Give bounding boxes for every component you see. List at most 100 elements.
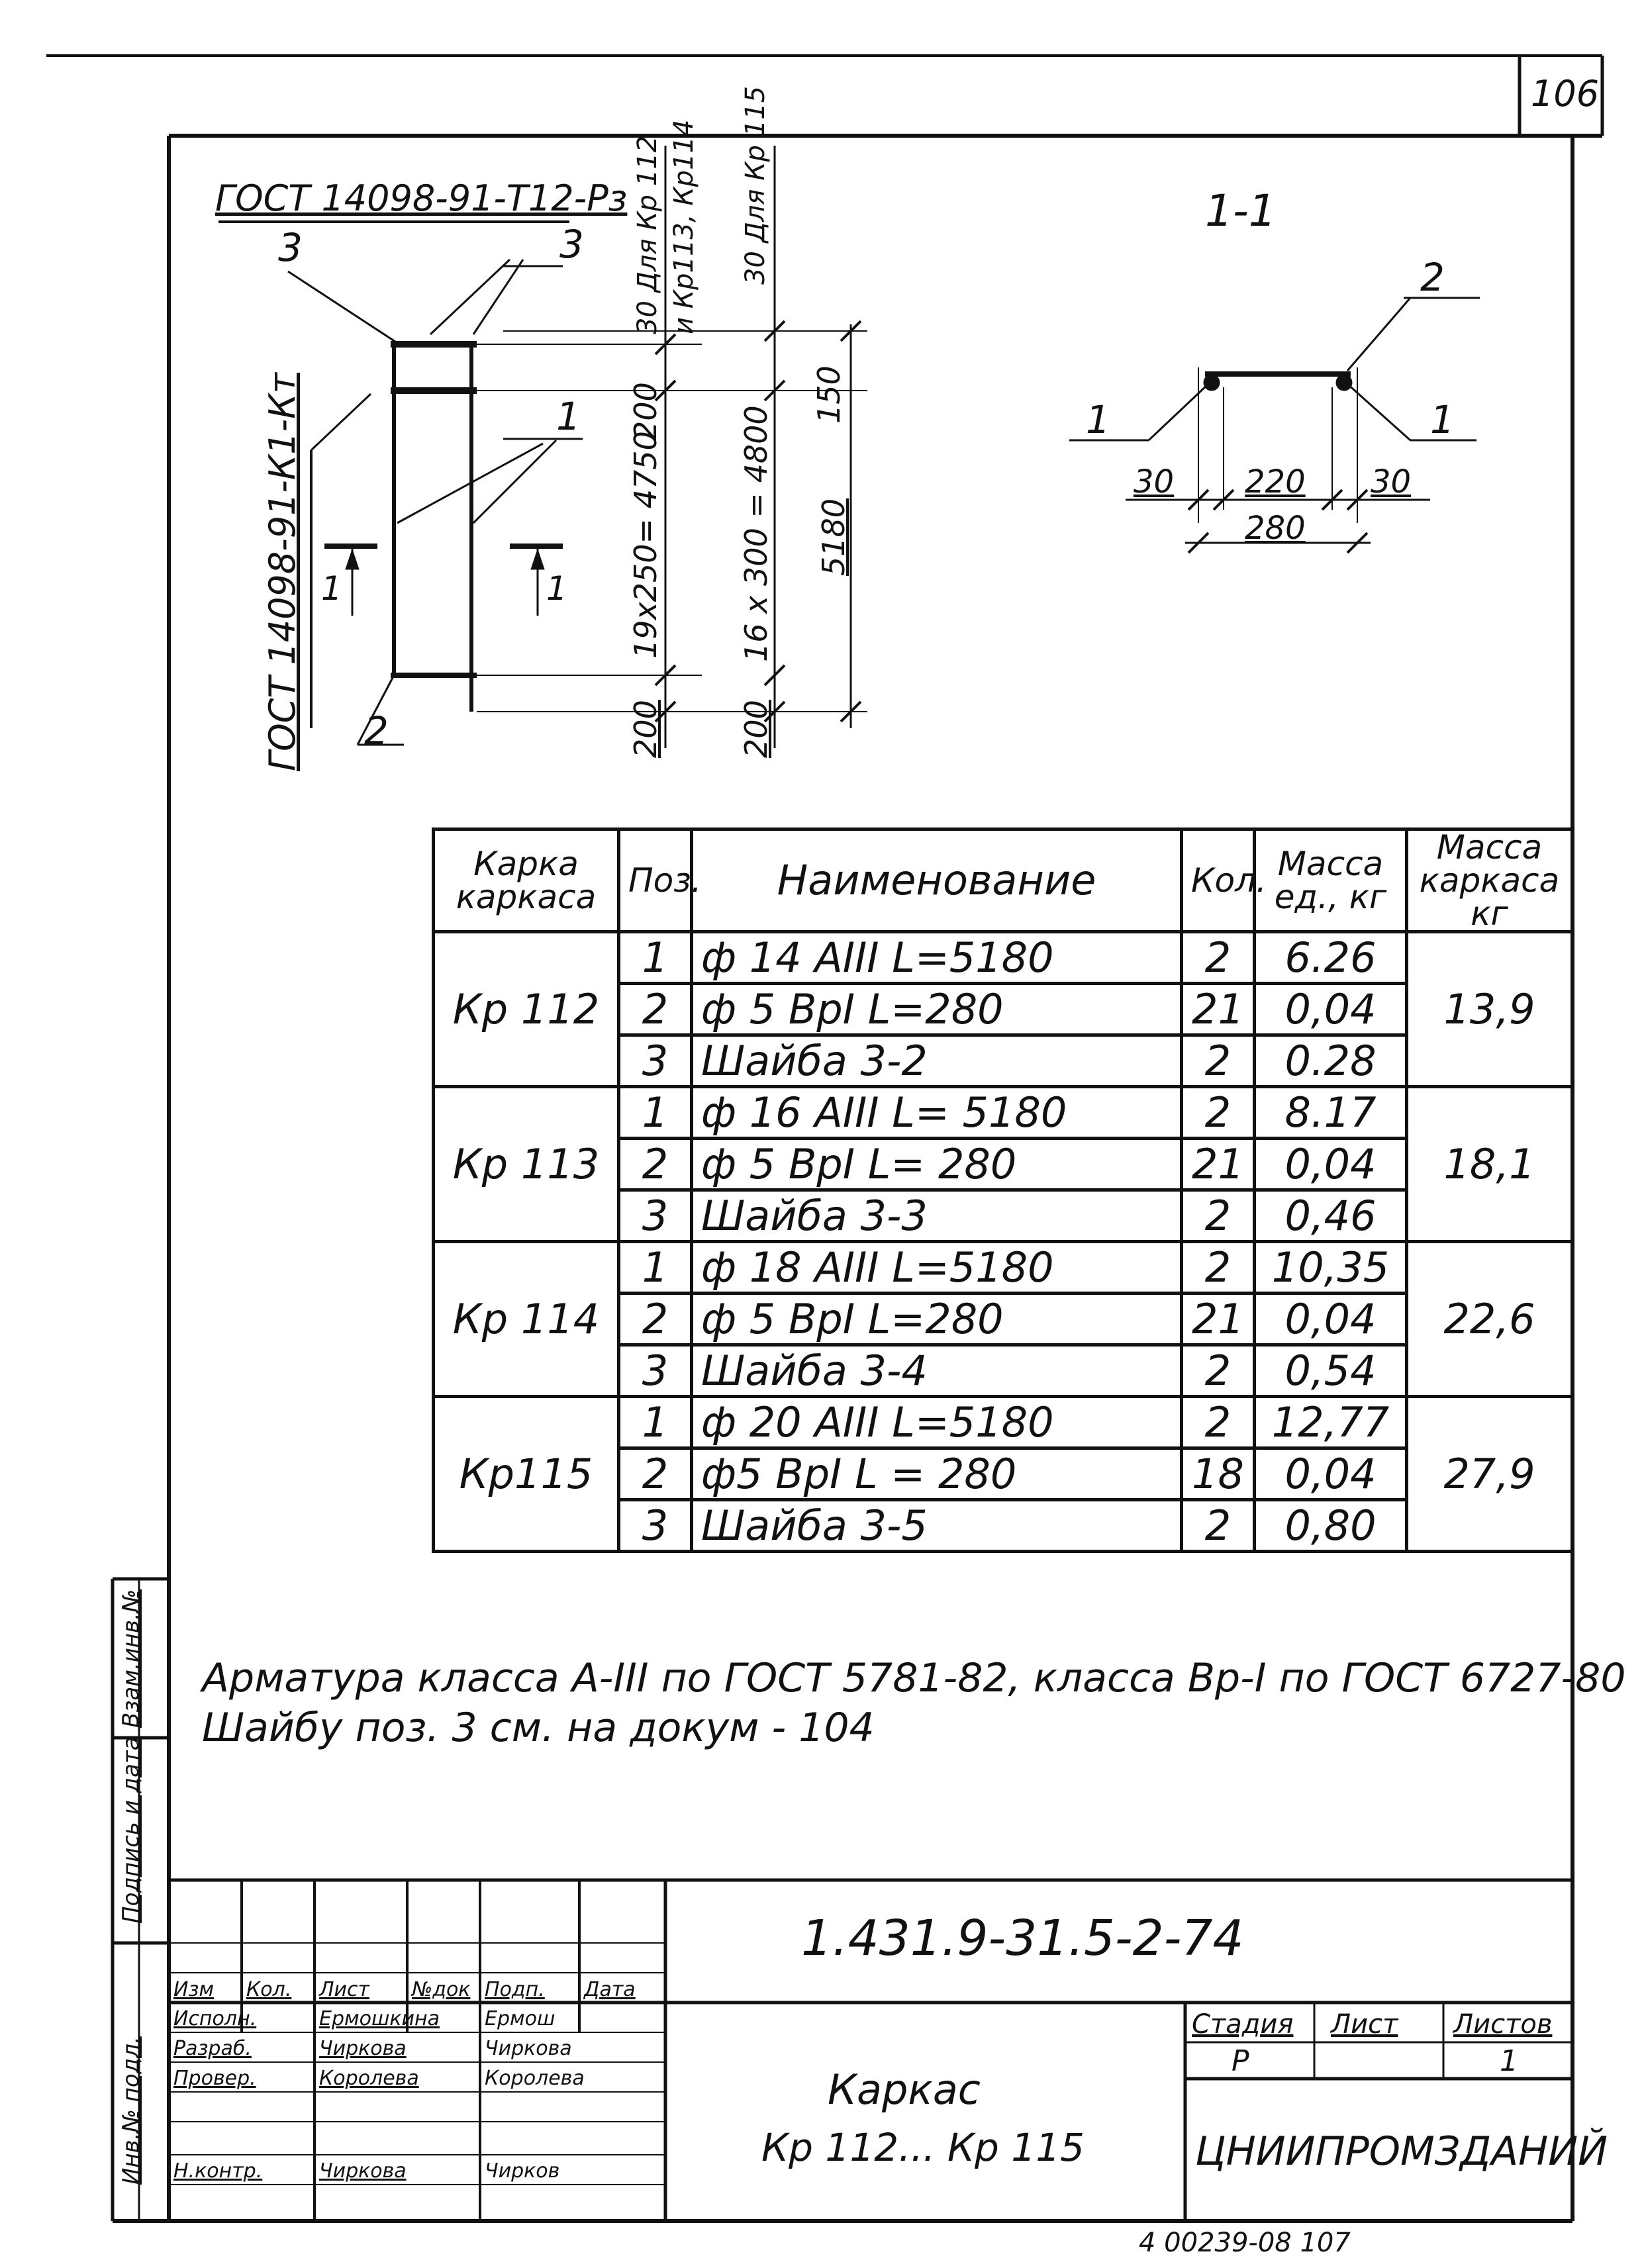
header-mark: Карка каркаса [432,827,620,933]
section-mark-right: 1 [546,569,567,608]
sheet-label: Лист [1331,2009,1398,2040]
section-dim-mid: 220 [1245,463,1306,500]
table-row: Кр115 1 ф 20 АIII L=5180 2 12,77 27,9 [432,1395,1574,1553]
col-header-data: Дата [584,1978,636,2001]
section-pos2: 2 [1420,255,1445,300]
cell-name: ф 14 АIII L=5180 [690,930,1183,985]
sign-razrab: Чиркова [485,2037,572,2060]
sheets-value: 1 [1500,2044,1518,2078]
org-name: ЦНИИПРОМЗДАНИЙ [1195,2128,1608,2175]
dim-total: 5180 [816,498,851,576]
table-row: 2 ф 5 ВрI L=280 21 0,04 [434,982,1572,1037]
cell-mass: 22,6 [1405,1240,1574,1398]
role-razrab: Разраб. [173,2037,252,2060]
cell-name: ф 5 ВрI L=280 [690,982,1183,1037]
col-header-ndok: №док [412,1978,471,2001]
table-row: 2 ф 5 ВрI L=280 21 0,04 [434,1292,1572,1347]
section-mark-left: 1 [321,569,342,608]
cell-name: ф 5 ВрI L= 280 [690,1137,1183,1192]
cell-unit: 0,04 [1253,1292,1408,1347]
dim-col1-bottom: 200 [628,700,663,758]
cell-qty: 2 [1180,1085,1256,1140]
cell-name: Шайба 3-2 [690,1033,1183,1088]
cell-unit: 10,35 [1253,1240,1408,1295]
table-row: 3 Шайба 3-4 2 0,54 [434,1343,1572,1398]
cell-unit: 6.26 [1253,930,1408,985]
title-line-1: Каркас [828,2065,981,2114]
stage-label: Стадия [1192,2009,1294,2040]
cell-pos: 3 [617,1188,693,1243]
name-razrab: Чиркова [319,2037,407,2060]
cell-unit: 0,54 [1253,1343,1408,1398]
side-stamp-replace: Взам.инв.№ [118,1589,144,1728]
col-header-list: Лист [319,1978,370,2001]
spec-table: Карка каркаса Поз. Наименование Кол. Мас… [432,827,1574,1553]
table-row: 3 Шайба 3-5 2 0,80 [434,1498,1572,1553]
cell-qty: 2 [1180,930,1256,985]
cell-unit: 8.17 [1253,1085,1408,1140]
cell-mass: 27,9 [1405,1395,1574,1553]
stage-value: Р [1232,2044,1249,2078]
cell-name: Шайба 3-3 [690,1188,1183,1243]
gost-left-label: ГОСТ 14098-91-К1-Кт [262,373,303,771]
cell-pos: 3 [617,1343,693,1398]
cell-pos: 1 [617,1240,693,1295]
cell-mass: 13,9 [1405,930,1574,1088]
header-qty: Кол. [1180,827,1267,933]
table-row: 2 ф5 ВрI L = 280 18 0,04 [434,1446,1572,1501]
pos-label-2: 2 [364,708,389,753]
cell-name: ф 5 ВрI L=280 [690,1292,1183,1347]
dim-col2-bottom: 200 [738,700,774,758]
gost-top-label: ГОСТ 14098-91-Т12-Рз [215,177,628,219]
cell-mark: Кр115 [432,1395,620,1553]
cell-mark: Кр 114 [432,1240,620,1398]
doc-code: 1.431.9-31.5-2-74 [801,1910,1244,1967]
cell-pos: 1 [617,930,693,985]
header-total-mass: Масса каркаса кг [1405,827,1574,933]
dim-col2-top2: 150 [811,365,847,424]
pos-label-1: 1 [556,394,581,439]
note-line-1: Арматура класса А-III по ГОСТ 5781-82, к… [202,1655,1626,1701]
table-row: 3 Шайба 3-2 2 0.28 [434,1033,1572,1088]
cell-unit: 12,77 [1253,1395,1408,1450]
name-nkontr: Чиркова [319,2159,407,2183]
table-row: Кр 112 1 ф 14 АIII L=5180 2 6.26 13,9 [432,930,1574,1088]
table-row: Кр 113 1 ф 16 АIII L= 5180 2 8.17 18,1 [432,1085,1574,1243]
section-dim-left: 30 [1134,463,1175,500]
note-line-2: Шайбу поз. 3 см. на докум - 104 [202,1705,875,1751]
cell-qty: 2 [1180,1188,1256,1243]
cell-qty: 21 [1180,982,1256,1037]
cell-name: ф 18 АIII L=5180 [690,1240,1183,1295]
cell-name: ф 16 АIII L= 5180 [690,1085,1183,1140]
sign-prover: Королева [485,2067,585,2090]
sign-nkontr: Чирков [485,2159,560,2183]
side-stamp-sign: Подпись и дата [118,1736,144,1923]
pos-label-3a: 3 [278,225,303,270]
sheets-label: Листов [1453,2009,1553,2040]
sign-ispoln: Ермош [485,2007,556,2030]
cell-name: Шайба 3-4 [690,1343,1183,1398]
table-row: 2 ф 5 ВрI L= 280 21 0,04 [434,1137,1572,1192]
cell-pos: 2 [617,1137,693,1192]
cell-pos: 1 [617,1395,693,1450]
cell-qty: 2 [1180,1343,1256,1398]
name-ispoln: Ермошкина [319,2007,440,2030]
cell-mark: Кр 112 [432,930,620,1088]
cell-unit: 0,04 [1253,1446,1408,1501]
table-row: Кр 114 1 ф 18 АIII L=5180 2 10,35 22,6 [432,1240,1574,1398]
cell-pos: 1 [617,1085,693,1140]
cell-pos: 3 [617,1498,693,1553]
header-pos: Поз. [617,827,702,933]
section-pos1-right: 1 [1430,397,1455,442]
sheet-number: 106 [1531,73,1600,115]
cell-pos: 2 [617,1292,693,1347]
cell-qty: 2 [1180,1498,1256,1553]
section-dim-right: 30 [1371,463,1412,500]
header-unit-mass: Масса ед., кг [1253,827,1408,933]
section-title: 1-1 [1205,185,1277,236]
cell-name: ф5 ВрI L = 280 [690,1446,1183,1501]
role-prover: Провер. [173,2067,256,2090]
role-nkontr: Н.контр. [173,2159,263,2183]
dim-col1-top2: и Кр113, Кр114 [669,119,699,334]
name-prover: Королева [319,2067,419,2090]
